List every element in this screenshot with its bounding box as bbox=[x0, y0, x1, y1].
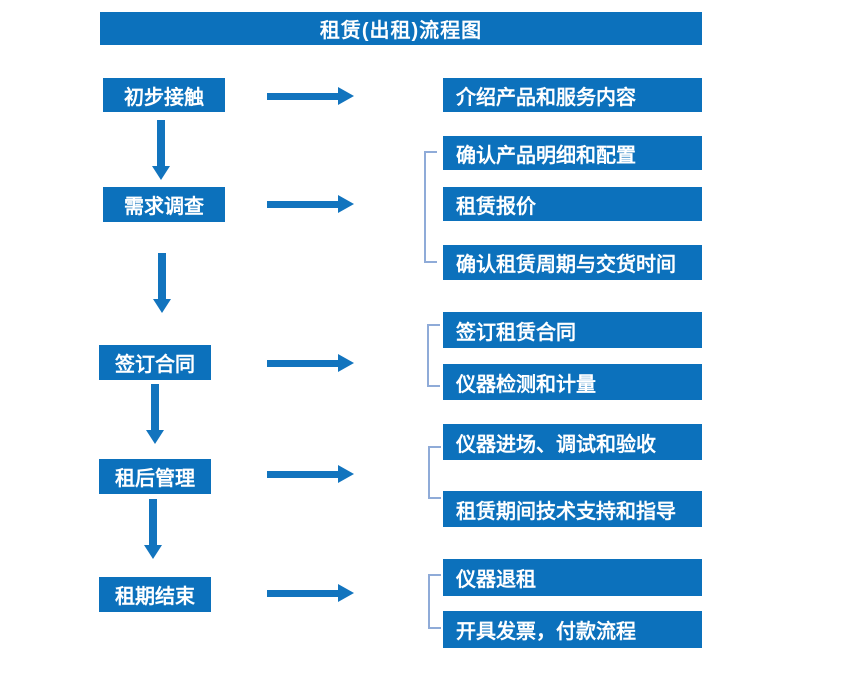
output-sign-lease-contract: 签订租赁合同 bbox=[443, 312, 702, 348]
step-demand-survey: 需求调查 bbox=[103, 187, 225, 222]
arrow-shaft bbox=[267, 359, 338, 367]
arrow-down-icon-2 bbox=[153, 253, 171, 313]
page-title: 租赁(出租)流程图 bbox=[100, 12, 702, 45]
bracket-group-post-lease bbox=[428, 446, 441, 499]
arrow-down-icon-1 bbox=[152, 120, 170, 180]
arrow-shaft bbox=[267, 589, 338, 597]
bracket-group-sign-contract bbox=[427, 324, 440, 387]
arrow-down-icon-4 bbox=[144, 499, 162, 559]
step-sign-contract: 签订合同 bbox=[99, 345, 211, 380]
step-initial-contact: 初步接触 bbox=[103, 78, 225, 112]
output-instrument-testing-calibration: 仪器检测和计量 bbox=[443, 364, 702, 400]
arrow-right-icon-4 bbox=[267, 465, 354, 483]
arrow-shaft bbox=[267, 470, 338, 478]
arrow-shaft bbox=[151, 384, 159, 430]
arrow-right-icon-1 bbox=[267, 87, 354, 105]
arrow-shaft bbox=[158, 253, 166, 299]
bracket-group-lease-end bbox=[428, 574, 441, 629]
output-introduce-products-services: 介绍产品和服务内容 bbox=[443, 78, 702, 112]
output-invoice-payment-process: 开具发票，付款流程 bbox=[443, 611, 702, 648]
output-technical-support-during-lease: 租赁期间技术支持和指导 bbox=[443, 491, 702, 527]
output-lease-quotation: 租赁报价 bbox=[443, 187, 702, 221]
arrow-shaft bbox=[267, 92, 338, 100]
output-instrument-arrival-debug-acceptance: 仪器进场、调试和验收 bbox=[443, 424, 702, 460]
arrow-shaft bbox=[149, 499, 157, 545]
arrow-head bbox=[338, 195, 354, 213]
arrow-head bbox=[338, 354, 354, 372]
arrow-head bbox=[338, 465, 354, 483]
arrow-right-icon-5 bbox=[267, 584, 354, 602]
arrow-head bbox=[146, 430, 164, 444]
arrow-right-icon-3 bbox=[267, 354, 354, 372]
step-lease-end: 租期结束 bbox=[99, 577, 211, 612]
arrow-head bbox=[338, 584, 354, 602]
output-confirm-lease-period-delivery: 确认租赁周期与交货时间 bbox=[443, 245, 702, 280]
arrow-head bbox=[338, 87, 354, 105]
arrow-down-icon-3 bbox=[146, 384, 164, 444]
arrow-head bbox=[152, 166, 170, 180]
arrow-shaft bbox=[157, 120, 165, 166]
output-instrument-return: 仪器退租 bbox=[443, 559, 702, 596]
arrow-head bbox=[153, 299, 171, 313]
arrow-head bbox=[144, 545, 162, 559]
arrow-right-icon-2 bbox=[267, 195, 354, 213]
bracket-group-demand-survey bbox=[424, 151, 437, 263]
arrow-shaft bbox=[267, 200, 338, 208]
output-confirm-product-details-config: 确认产品明细和配置 bbox=[443, 136, 702, 170]
step-post-lease-management: 租后管理 bbox=[99, 459, 211, 494]
